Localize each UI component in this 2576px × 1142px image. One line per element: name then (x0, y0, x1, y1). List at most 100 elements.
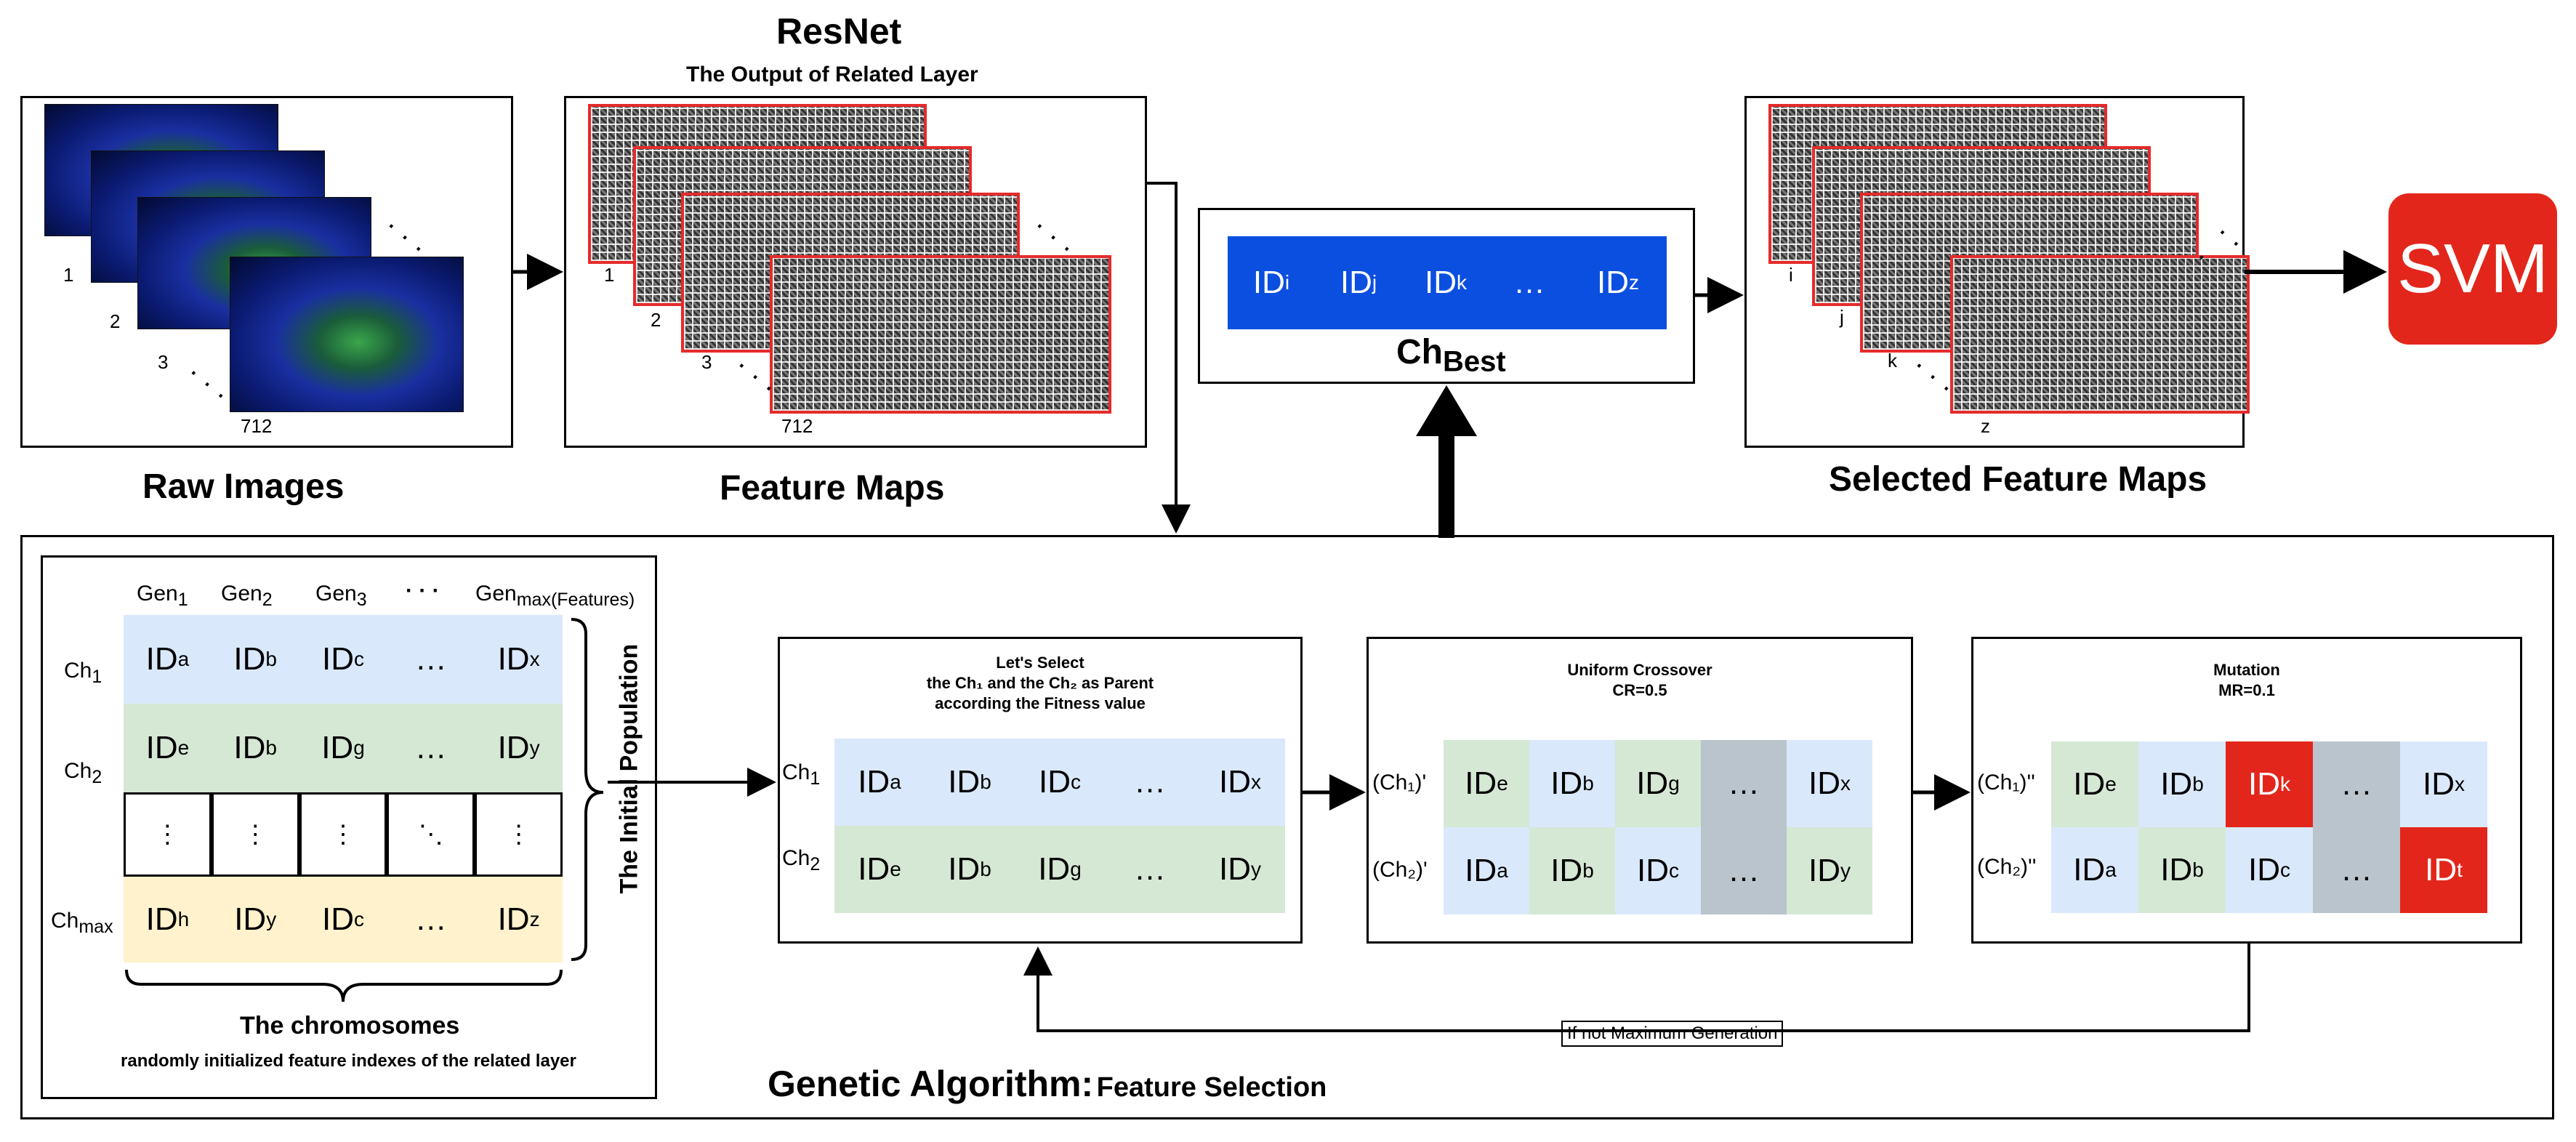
feature-maps-label: Feature Maps (720, 469, 945, 507)
selected-map-z (1950, 255, 2250, 414)
crossover-ch1-label: (Ch₁)' (1372, 771, 1427, 795)
feature-maps-box: 1 2 3 712 · · · · · · (564, 96, 1147, 448)
raw-index-2: 2 (110, 310, 121, 332)
sel-index-k: k (1888, 350, 1897, 371)
loop-label: If not Maximum Generation (1561, 1021, 1784, 1047)
mutation-cell-r1-c4: … (2313, 741, 2400, 827)
crossover-cell-r2-c4: … (1701, 827, 1787, 914)
sel-index-i: i (1789, 264, 1793, 286)
selected-maps-box: i j k z · · · · · · (1744, 96, 2251, 448)
fm-index-712: 712 (781, 415, 813, 437)
raw-index-712: 712 (241, 415, 273, 437)
select-title-3: according the Fitness value (935, 694, 1146, 712)
raw-index-3: 3 (158, 351, 169, 373)
pop-cell-r2-c4: … (387, 704, 475, 792)
select-ch2-label: Ch2 (782, 846, 821, 874)
ch1-label: Ch1 (64, 659, 102, 687)
svm-box: SVM (2388, 193, 2557, 345)
mutation-title: Mutation (2213, 661, 2280, 679)
best-ellipsis: … (1513, 265, 1545, 300)
gen-dots-header: · · · (406, 579, 440, 603)
selected-maps-label: Selected Feature Maps (1829, 460, 2207, 499)
thick-arrowhead (1416, 385, 1477, 436)
ch2-label: Ch2 (64, 759, 102, 787)
resnet-title: ResNet (776, 11, 902, 52)
crossover-subtitle: CR=0.5 (1612, 681, 1667, 699)
raw-images-box: 1 2 3 712 · · · · · · (20, 96, 513, 448)
arrow-fm-to-ga (1147, 182, 1191, 534)
right-curly-bracket (571, 618, 604, 961)
svm-label: SVM (2396, 230, 2549, 307)
pop-cell-r3-c3: ⋮ (299, 792, 387, 877)
select-cell-r1-c4: … (1105, 739, 1195, 826)
chromosomes-subtitle: randomly initialized feature indexes of … (121, 1051, 576, 1071)
arrow-loop-back (1023, 944, 2250, 1032)
mutation-ch1-label: (Ch₁)'' (1977, 771, 2035, 795)
mutation-ch2-label: (Ch₂)'' (1977, 855, 2037, 879)
select-ch1-label: Ch1 (782, 760, 821, 789)
crossover-cell-r1-c4: … (1701, 740, 1787, 827)
feature-map-712 (770, 255, 1111, 414)
pop-cell-r1-c4: … (387, 615, 475, 704)
crossover-title: Uniform Crossover (1567, 661, 1712, 679)
select-title-2: the Ch₁ and the Ch₂ as Parent (926, 674, 1154, 692)
ch-best-label: ChBest (1396, 333, 1506, 378)
chmax-label: Chmax (51, 909, 113, 937)
sel-index-j: j (1840, 306, 1844, 328)
pop-cell-r3-c5: ⋮ (475, 792, 563, 877)
mutation-cell-r2-c4: … (2313, 827, 2400, 913)
ga-title: Genetic Algorithm: Feature Selection (768, 1063, 1327, 1104)
chromosomes-title: The chromosomes (240, 1012, 460, 1040)
gen-2-header: Gen2 (221, 582, 273, 610)
fm-index-2: 2 (651, 309, 661, 331)
pop-cell-r3-c1: ⋮ (124, 792, 212, 877)
gen-max-header: Genmax(Features) (475, 582, 635, 610)
mutation-subtitle: MR=0.1 (2218, 681, 2275, 699)
pop-cell-r4-c4: … (387, 877, 475, 962)
select-title-1: Let's Select (996, 654, 1084, 672)
gen-3-header: Gen3 (315, 582, 367, 610)
resnet-subtitle: The Output of Related Layer (686, 63, 978, 87)
raw-index-1: 1 (63, 264, 74, 286)
sel-index-z: z (1981, 415, 1990, 437)
gen-1-header: Gen1 (137, 582, 188, 610)
